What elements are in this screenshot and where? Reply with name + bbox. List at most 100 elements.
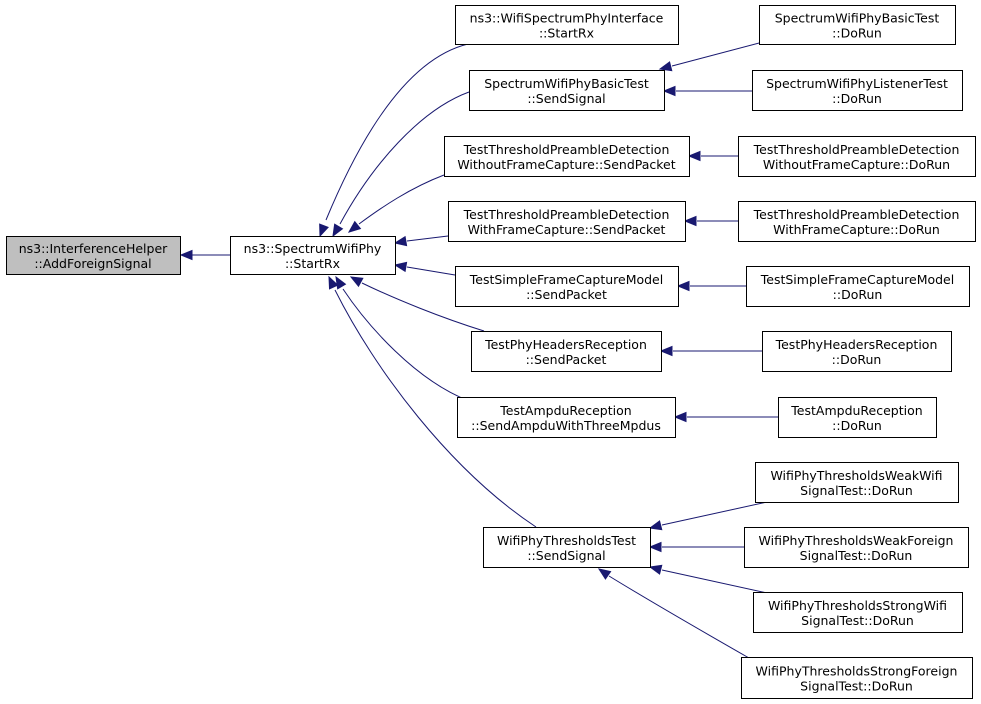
edge-tpd_with_send-to-spectrum_start_rx bbox=[393, 235, 449, 247]
node-box bbox=[738, 201, 976, 242]
node-thr-strong-wifi[interactable]: WifiPhyThresholdsStrongWifiSignalTest::D… bbox=[753, 592, 963, 633]
edge-basic_send_signal-to-spectrum_start_rx bbox=[332, 91, 470, 238]
node-box bbox=[746, 266, 970, 307]
arrowhead-icon bbox=[335, 275, 347, 290]
node-label-line2: ::DoRun bbox=[832, 352, 882, 367]
node-label-line1: TestThresholdPreambleDetection bbox=[753, 142, 960, 157]
edge-line bbox=[608, 575, 750, 659]
edge-thr_weak_foreign-to-thr_send bbox=[648, 541, 744, 553]
node-spectrum-start-rx[interactable]: ns3::SpectrumWifiPhy::StartRx bbox=[230, 236, 396, 275]
edge-line bbox=[406, 235, 449, 242]
node-thr-weak-wifi[interactable]: WifiPhyThresholdsWeakWifiSignalTest::DoR… bbox=[755, 462, 959, 503]
arrowhead-icon bbox=[332, 223, 344, 238]
node-box bbox=[755, 462, 959, 503]
node-box bbox=[444, 136, 690, 177]
arrowhead-icon bbox=[673, 411, 687, 423]
node-box bbox=[752, 70, 963, 111]
node-label-line1: TestPhyHeadersReception bbox=[775, 337, 938, 352]
node-label-line1: WifiPhyThresholdsTest bbox=[497, 533, 636, 548]
node-label-line1: ns3::InterferenceHelper bbox=[19, 241, 168, 256]
arrowhead-icon bbox=[659, 345, 673, 357]
arrowhead-icon bbox=[319, 223, 329, 238]
edge-thr_strong_foreign-to-thr_send bbox=[597, 568, 750, 659]
node-phr-run[interactable]: TestPhyHeadersReception::DoRun bbox=[762, 331, 952, 372]
edge-thr_weak_wifi-to-thr_send bbox=[648, 501, 768, 531]
node-label-line1: WifiPhyThresholdsStrongWifi bbox=[768, 598, 947, 613]
edge-ampdu_send-to-spectrum_start_rx bbox=[335, 275, 470, 402]
arrowhead-icon bbox=[597, 568, 612, 580]
node-label-line2: ::DoRun bbox=[832, 418, 882, 433]
arrowhead-icon bbox=[347, 220, 362, 233]
node-label-line2: SignalTest::DoRun bbox=[800, 548, 913, 563]
arrowhead-icon bbox=[648, 564, 663, 575]
node-sfcm-run[interactable]: TestSimpleFrameCaptureModel::DoRun bbox=[746, 266, 970, 307]
node-label-line2: ::DoRun bbox=[832, 26, 882, 41]
node-thr-strong-foreign[interactable]: WifiPhyThresholdsStrongForeignSignalTest… bbox=[741, 657, 973, 699]
arrowhead-icon bbox=[328, 275, 339, 290]
node-box bbox=[759, 5, 956, 45]
arrowhead-icon bbox=[393, 235, 408, 247]
edge-line bbox=[361, 282, 485, 332]
node-tpd-without-send[interactable]: TestThresholdPreambleDetectionWithoutFra… bbox=[444, 136, 690, 177]
node-thr-weak-foreign[interactable]: WifiPhyThresholdsWeakForeignSignalTest::… bbox=[744, 527, 969, 568]
edge-ampdu_run-to-ampdu_send bbox=[673, 411, 778, 423]
arrowhead-icon bbox=[687, 150, 701, 162]
arrowhead-icon bbox=[658, 61, 673, 72]
edge-sfcm_send-to-spectrum_start_rx bbox=[393, 261, 456, 276]
node-box bbox=[469, 70, 665, 111]
node-label-line2: WithoutFrameCapture::SendPacket bbox=[457, 157, 675, 172]
node-label-line1: TestSimpleFrameCaptureModel bbox=[469, 272, 663, 287]
edge-listener_do_run-to-basic_send_signal bbox=[662, 85, 752, 97]
edge-line bbox=[325, 43, 469, 221]
node-tpd-without-run[interactable]: TestThresholdPreambleDetectionWithoutFra… bbox=[738, 136, 976, 177]
node-label-line2: ::DoRun bbox=[832, 91, 882, 106]
node-label-line2: ::SendPacket bbox=[526, 352, 607, 367]
node-phr-send[interactable]: TestPhyHeadersReception::SendPacket bbox=[471, 331, 662, 372]
node-iface-start-rx[interactable]: ns3::WifiSpectrumPhyInterface::StartRx bbox=[455, 5, 679, 45]
edge-phr_send-to-spectrum_start_rx bbox=[349, 276, 485, 332]
edge-tpd_with_run-to-tpd_with_send bbox=[683, 215, 738, 227]
node-basic-do-run[interactable]: SpectrumWifiPhyBasicTest::DoRun bbox=[759, 5, 956, 45]
node-label-line2: ::StartRx bbox=[285, 256, 340, 271]
node-basic-send-signal[interactable]: SpectrumWifiPhyBasicTest::SendSignal bbox=[469, 70, 665, 111]
node-listener-do-run[interactable]: SpectrumWifiPhyListenerTest::DoRun bbox=[752, 70, 963, 111]
nodes-layer: ns3::InterferenceHelper::AddForeignSigna… bbox=[6, 5, 976, 699]
node-label-line2: ::SendSignal bbox=[527, 91, 605, 106]
node-box bbox=[471, 331, 662, 372]
node-add-foreign-signal[interactable]: ns3::InterferenceHelper::AddForeignSigna… bbox=[6, 236, 181, 275]
node-box bbox=[455, 266, 679, 307]
arrowhead-icon bbox=[349, 276, 364, 288]
node-label-line1: SpectrumWifiPhyBasicTest bbox=[484, 76, 649, 91]
node-box bbox=[753, 592, 963, 633]
edge-line bbox=[406, 266, 456, 276]
edge-basic_do_run-to-basic_send_signal bbox=[658, 41, 764, 72]
node-label-line2: ::AddForeignSignal bbox=[34, 256, 151, 271]
node-label-line1: TestSimpleFrameCaptureModel bbox=[760, 272, 954, 287]
edges-layer bbox=[179, 41, 778, 659]
node-label-line1: ns3::WifiSpectrumPhyInterface bbox=[470, 11, 664, 26]
node-label-line1: TestPhyHeadersReception bbox=[484, 337, 647, 352]
node-tpd-with-run[interactable]: TestThresholdPreambleDetectionWithFrameC… bbox=[738, 201, 976, 242]
node-box bbox=[741, 657, 973, 699]
node-label-line1: SpectrumWifiPhyBasicTest bbox=[775, 11, 940, 26]
node-label-line1: WifiPhyThresholdsStrongForeign bbox=[756, 664, 958, 679]
arrowhead-icon bbox=[648, 520, 663, 531]
edge-iface_start_rx-to-spectrum_start_rx bbox=[319, 43, 469, 238]
node-ampdu-send[interactable]: TestAmpduReception::SendAmpduWithThreeMp… bbox=[457, 397, 676, 438]
node-label-line1: TestAmpduReception bbox=[790, 403, 922, 418]
node-ampdu-run[interactable]: TestAmpduReception::DoRun bbox=[778, 397, 937, 438]
node-thr-send[interactable]: WifiPhyThresholdsTest::SendSignal bbox=[483, 527, 651, 568]
node-label-line2: SignalTest::DoRun bbox=[801, 613, 914, 628]
edge-line bbox=[342, 288, 470, 402]
edge-sfcm_run-to-sfcm_send bbox=[676, 280, 746, 292]
edge-line bbox=[334, 289, 537, 528]
node-label-line1: WifiPhyThresholdsWeakForeign bbox=[759, 533, 954, 548]
node-box bbox=[455, 5, 679, 45]
node-label-line1: TestAmpduReception bbox=[499, 403, 631, 418]
node-label-line2: ::SendAmpduWithThreeMpdus bbox=[471, 418, 661, 433]
node-label-line1: TestThresholdPreambleDetection bbox=[753, 207, 960, 222]
node-label-line1: WifiPhyThresholdsWeakWifi bbox=[770, 468, 942, 483]
node-sfcm-send[interactable]: TestSimpleFrameCaptureModel::SendPacket bbox=[455, 266, 679, 307]
node-tpd-with-send[interactable]: TestThresholdPreambleDetectionWithFrameC… bbox=[448, 201, 686, 242]
node-label-line2: ::SendSignal bbox=[527, 548, 605, 563]
